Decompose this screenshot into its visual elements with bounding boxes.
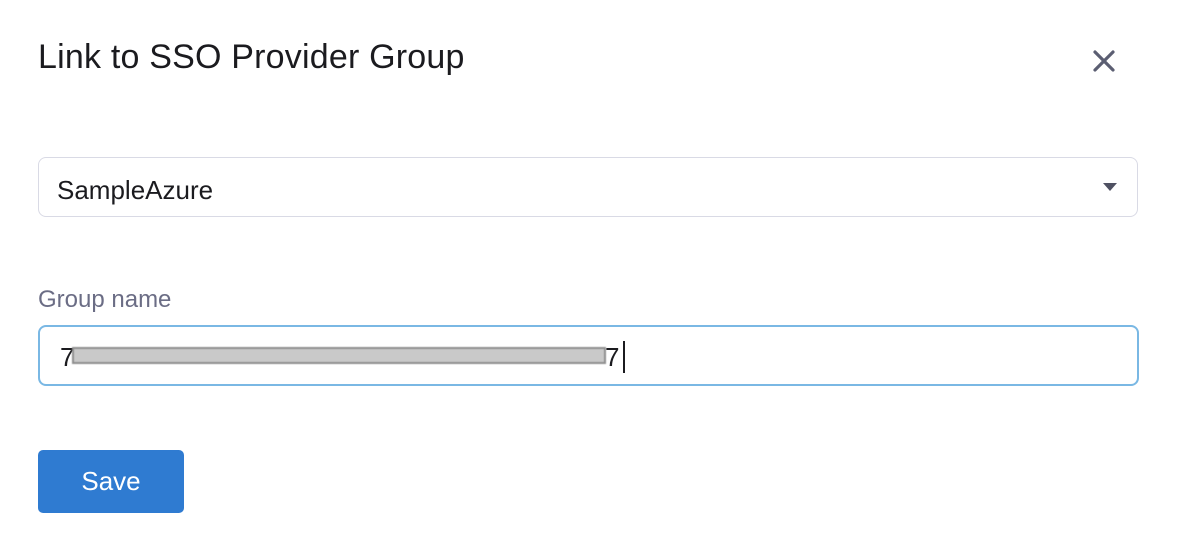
caret-down-icon: [1103, 183, 1117, 191]
close-icon[interactable]: [1086, 44, 1122, 80]
sso-provider-select[interactable]: SampleAzure: [38, 157, 1138, 217]
save-button[interactable]: Save: [38, 450, 184, 513]
close-button[interactable]: [1086, 44, 1122, 80]
text-cursor: [623, 341, 625, 373]
group-name-label: Group name: [38, 286, 172, 313]
dialog-title: Link to SSO Provider Group: [38, 38, 465, 76]
sso-provider-selected-value: SampleAzure: [57, 175, 214, 205]
redaction-bar: [72, 347, 606, 364]
